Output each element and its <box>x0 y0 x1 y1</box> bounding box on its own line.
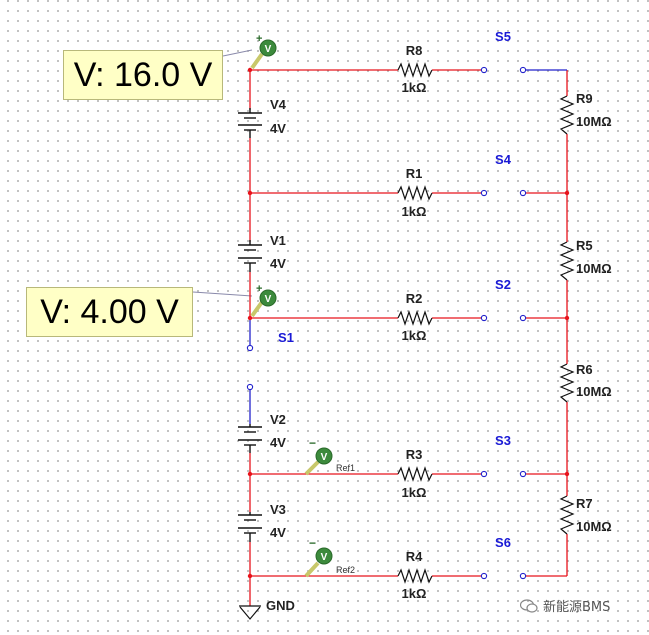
probe-readout-1: V: 16.0 V <box>63 50 223 100</box>
resistor-r7-value: 10MΩ <box>576 519 612 534</box>
ref2-label: Ref2 <box>336 565 355 575</box>
probe-readout-2: V: 4.00 V <box>26 287 193 337</box>
ground-symbol <box>239 605 261 620</box>
reference-probe-2-icon: − <box>304 536 333 578</box>
probe-2-leader <box>192 291 253 297</box>
red-wires <box>249 69 568 606</box>
resistor-r8-name: R8 <box>406 43 423 58</box>
battery-symbols <box>238 108 262 542</box>
resistor-r1-name: R1 <box>406 166 423 181</box>
junctions <box>247 67 570 579</box>
watermark-text: 新能源BMS <box>543 600 611 615</box>
ground-label: GND <box>266 598 295 613</box>
resistor-r2-name: R2 <box>406 291 423 306</box>
resistor-r3-name: R3 <box>406 447 423 462</box>
switch-s1-label: S1 <box>278 330 294 345</box>
battery-v2-value: 4V <box>270 435 286 450</box>
battery-v3-value: 4V <box>270 525 286 540</box>
svg-text:−: − <box>309 436 316 450</box>
switch-s2-label: S2 <box>495 277 511 292</box>
watermark: 新能源BMS <box>520 596 610 615</box>
resistor-r4-value: 1kΩ <box>402 586 427 601</box>
voltmeter-probe-1-icon: + <box>250 33 277 70</box>
battery-v4-value: 4V <box>270 121 286 136</box>
wechat-icon <box>520 598 538 613</box>
resistor-r2-value: 1kΩ <box>402 328 427 343</box>
switch-s3-label: S3 <box>495 433 511 448</box>
probe-1-leader <box>222 49 253 57</box>
resistor-r9-value: 10MΩ <box>576 114 612 129</box>
blue-wires <box>249 69 567 424</box>
battery-v2-name: V2 <box>270 412 286 427</box>
resistor-r5-name: R5 <box>576 238 593 253</box>
switch-symbols <box>246 66 527 580</box>
horizontal-resistor-symbols <box>397 62 433 584</box>
resistor-r1-value: 1kΩ <box>402 204 427 219</box>
svg-text:−: − <box>309 536 316 550</box>
resistor-r4-name: R4 <box>406 549 423 564</box>
ref1-label: Ref1 <box>336 463 355 473</box>
resistor-r6-value: 10MΩ <box>576 384 612 399</box>
resistor-r6-name: R6 <box>576 362 593 377</box>
voltmeter-probe-2-icon: + <box>250 283 277 318</box>
switch-s6-label: S6 <box>495 535 511 550</box>
switch-s4-label: S4 <box>495 152 512 167</box>
battery-v1-value: 4V <box>270 256 286 271</box>
battery-v1-name: V1 <box>270 233 286 248</box>
resistor-r3-value: 1kΩ <box>402 485 427 500</box>
resistor-r9-name: R9 <box>576 91 593 106</box>
reference-probe-1-icon: − <box>304 436 333 476</box>
battery-v4-name: V4 <box>270 97 287 112</box>
battery-v3-name: V3 <box>270 502 286 517</box>
svg-text:+: + <box>256 33 262 45</box>
resistor-r8-value: 1kΩ <box>402 80 427 95</box>
vertical-resistor-symbols <box>559 95 575 535</box>
svg-text:+: + <box>256 283 262 295</box>
switch-s5-label: S5 <box>495 29 511 44</box>
resistor-r7-name: R7 <box>576 496 593 511</box>
resistor-r5-value: 10MΩ <box>576 261 612 276</box>
